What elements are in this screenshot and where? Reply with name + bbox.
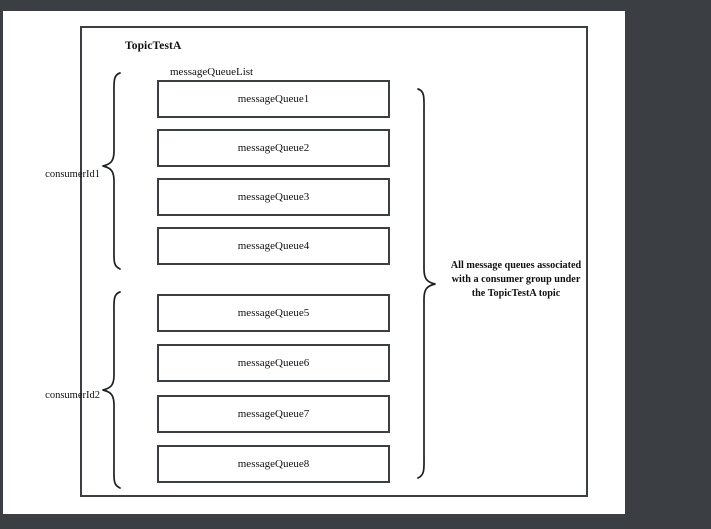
queue-box-2[interactable]: messageQueue2 [157,129,390,167]
annotation-line-2: with a consumer group under [451,274,581,286]
queue-box-1-label: messageQueue1 [237,93,310,105]
queue-box-7[interactable]: messageQueue7 [157,395,390,433]
queue-box-3[interactable]: messageQueue3 [157,178,390,216]
all-queues-annotation: All message queues associated with a con… [440,259,592,301]
annotation-line-1: All message queues associated [450,260,582,271]
queue-box-1[interactable]: messageQueue1 [157,80,390,118]
queue-box-4-label: messageQueue4 [237,240,310,252]
topic-frame [80,26,588,497]
consumer-label-consumerid2: consumerId2 [45,390,100,401]
consumer-label-consumerid1: consumerId1 [45,169,100,180]
message-queue-list-label: messageQueueList [170,66,254,78]
annotation-line-3: the TopicTestA topic [471,288,561,300]
queue-box-8[interactable]: messageQueue8 [157,445,390,483]
queue-box-5[interactable]: messageQueue5 [157,294,390,332]
queue-box-6[interactable]: messageQueue6 [157,344,390,382]
queue-box-3-label: messageQueue3 [237,191,310,203]
topic-title: TopicTestA [125,40,182,52]
queue-box-8-label: messageQueue8 [237,458,310,470]
queue-box-5-label: messageQueue5 [237,307,310,319]
queue-box-4[interactable]: messageQueue4 [157,227,390,265]
queue-box-2-label: messageQueue2 [237,142,310,154]
queue-box-7-label: messageQueue7 [237,408,310,420]
page-sheet: TopicTestA messageQueueList consumerId1 … [3,11,625,514]
diagram-canvas: TopicTestA messageQueueList consumerId1 … [3,11,625,514]
queue-box-6-label: messageQueue6 [237,357,310,369]
